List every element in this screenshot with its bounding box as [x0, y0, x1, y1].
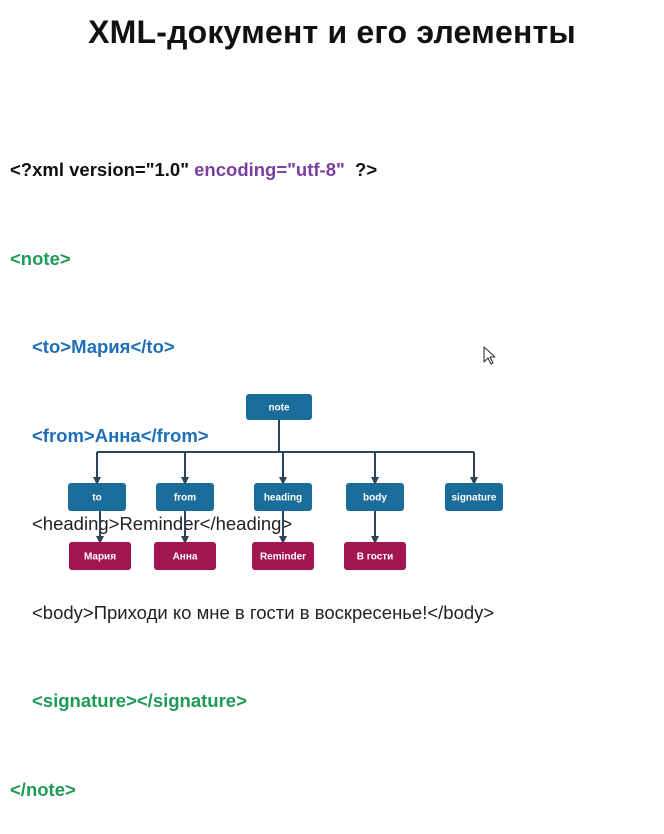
leaf-to-value: Мария	[69, 542, 131, 570]
heading-element-line: <heading>Reminder</heading>	[32, 513, 293, 534]
node-signature-label: signature	[451, 493, 496, 504]
node-body-box	[346, 483, 404, 511]
xml-declaration-end: ?>	[344, 159, 378, 180]
leaf-from-value: Анна	[154, 542, 216, 570]
node-note-root: note	[246, 394, 312, 420]
leaf-body-value-box	[344, 542, 406, 570]
node-note-root-label: note	[268, 403, 290, 414]
leaf-heading-value-label: Reminder	[260, 552, 306, 563]
node-to: to	[68, 483, 126, 511]
leaf-heading-value: Reminder	[252, 542, 314, 570]
leaf-to-value-box	[69, 542, 131, 570]
leaf-from-value-label: Анна	[173, 552, 198, 563]
tree-connectors	[93, 420, 478, 544]
page-title: XML-документ и его элементы	[88, 14, 576, 50]
from-element-line: <from>Анна</from>	[32, 424, 209, 446]
node-to-box	[68, 483, 126, 511]
note-close-tag: </note>	[10, 778, 76, 800]
to-element-line: <to>Мария</to>	[32, 336, 175, 357]
node-signature: signature	[445, 483, 503, 511]
xml-declaration-encoding: encoding="utf-8"	[194, 159, 345, 180]
leaf-from-value-box	[154, 542, 216, 570]
xml-declaration-start: <?xml version="1.0"	[10, 159, 195, 180]
signature-element-line: <signature></signature>	[32, 690, 247, 711]
mouse-cursor-icon	[483, 346, 496, 365]
node-heading-box	[254, 483, 312, 511]
node-to-label: to	[92, 493, 101, 504]
node-from-box	[156, 483, 214, 511]
node-note-root-box	[246, 394, 312, 420]
node-heading-label: heading	[264, 493, 302, 504]
node-body: body	[346, 483, 404, 511]
leaf-body-value-label: В гости	[357, 552, 394, 563]
node-from-label: from	[174, 493, 196, 504]
leaf-heading-value-box	[252, 542, 314, 570]
note-open-tag: <note>	[10, 247, 71, 269]
node-body-label: body	[363, 493, 387, 504]
node-from: from	[156, 483, 214, 511]
node-signature-box	[445, 483, 503, 511]
leaf-body-value: В гости	[344, 542, 406, 570]
xml-declaration-line: <?xml version="1.0" encoding="utf-8" ?>	[10, 155, 494, 185]
leaf-to-value-label: Мария	[84, 552, 116, 563]
body-element-line: <body>Приходи ко мне в гости в воскресен…	[32, 601, 495, 623]
node-heading: heading	[254, 483, 312, 511]
